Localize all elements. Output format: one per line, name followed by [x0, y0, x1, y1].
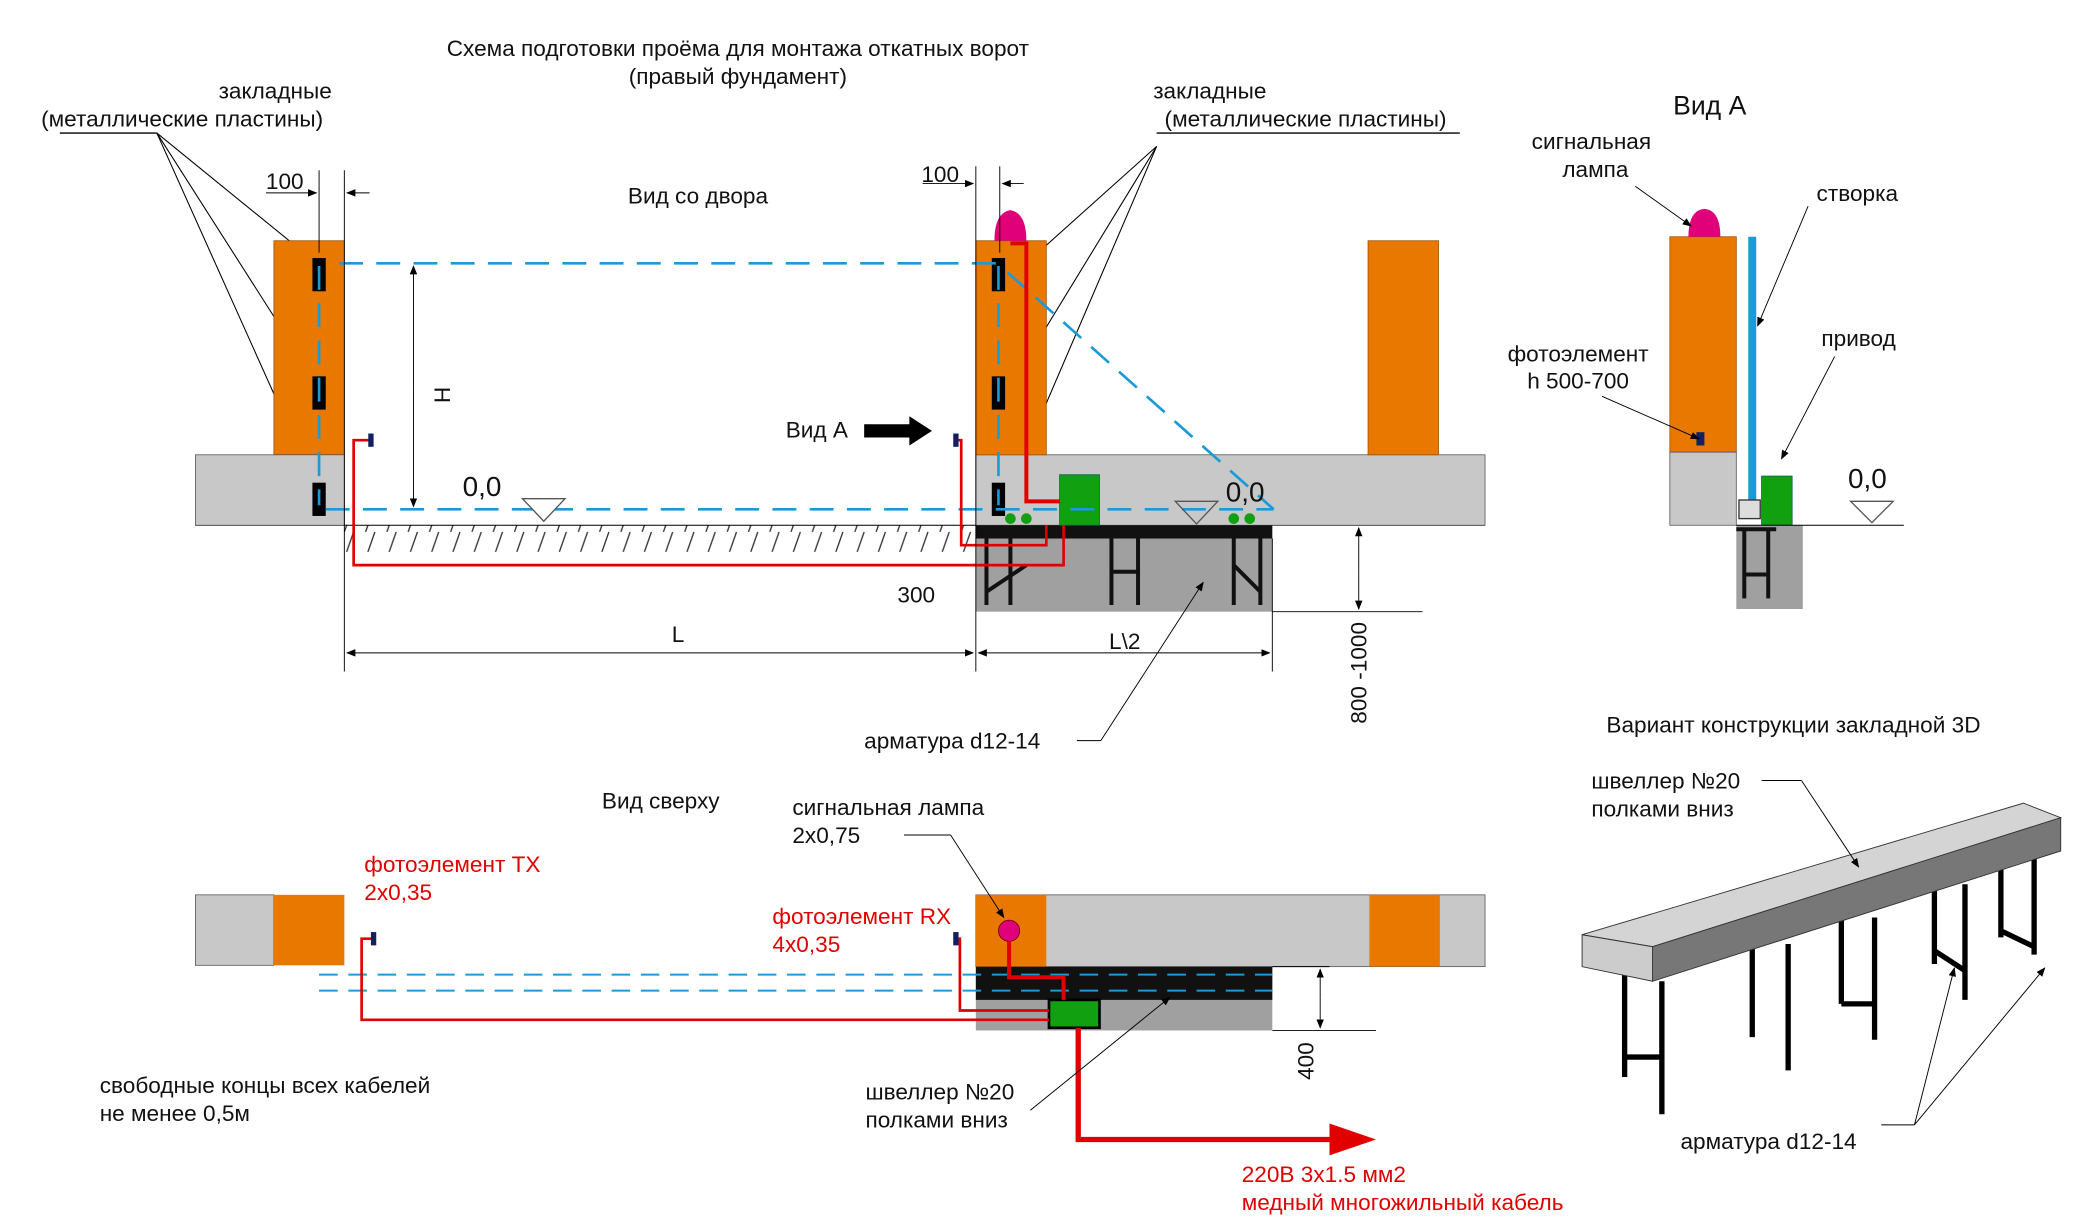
dimension-lines — [265, 166, 1423, 742]
top-view: Вид сверху фотоэлемент TX 2x0,35 фотоэле… — [100, 788, 1564, 1215]
dim-l: L — [672, 622, 685, 647]
embed-3d-channel-2: полками вниз — [1591, 796, 1733, 821]
view-a-lamp-icon — [1688, 208, 1721, 237]
title-line-2: (правый фундамент) — [629, 64, 847, 89]
top-drive — [1047, 998, 1101, 1030]
embeds-left-label-2: (металлические пластины) — [41, 106, 323, 131]
view-a-lamp-1: сигнальная — [1532, 129, 1651, 154]
signal-lamp-icon — [994, 210, 1027, 241]
rebar-legs — [984, 538, 1263, 606]
level-marker-left — [520, 497, 567, 523]
view-a-pointer-label: Вид А — [786, 418, 849, 443]
view-a-title: Вид А — [1673, 90, 1746, 120]
free-ends-2: не менее 0,5м — [100, 1101, 250, 1126]
view-a-lamp-2: лампа — [1562, 157, 1629, 182]
photo-rx-1: фотоэлемент RX — [772, 904, 951, 929]
view-a: Вид А сигнальная лампа створка привод фо… — [1508, 90, 1904, 610]
left-pillar — [273, 240, 345, 456]
embed-3d-rebar: арматура d12-14 — [1680, 1129, 1856, 1154]
channel-beam — [975, 525, 1273, 539]
top-channel-1: швеллер №20 — [865, 1080, 1014, 1105]
cables — [352, 241, 1065, 567]
dim-h: H — [430, 387, 455, 403]
top-lamp-1: сигнальная лампа — [792, 795, 984, 820]
top-lamp-2: 2x0,75 — [792, 823, 860, 848]
front-view-label: Вид со двора — [628, 184, 769, 209]
dim-300: 300 — [897, 582, 935, 607]
level-marker-right — [1173, 500, 1220, 525]
dim-l2: L\2 — [1109, 629, 1140, 654]
right-pillar — [975, 240, 1047, 456]
photo-tx-2: 2x0,35 — [364, 880, 432, 905]
dim-depth: 800 -1000 — [1347, 622, 1372, 724]
embed-3d: Вариант конструкции закладной 3D швеллер… — [1581, 713, 2063, 1154]
view-a-photo-1: фотоэлемент — [1508, 342, 1649, 367]
power-2: медный многожильный кабель — [1242, 1190, 1564, 1215]
photocell-tx — [368, 433, 374, 447]
top-channel-2: полками вниз — [865, 1108, 1007, 1133]
embeds-left-label-1: закладные — [219, 78, 332, 103]
drive-unit — [1059, 474, 1100, 526]
top-lamp-icon — [998, 919, 1021, 942]
channel-end — [1581, 934, 1654, 982]
view-a-drive: привод — [1821, 326, 1895, 351]
power-1: 220В 3x1.5 мм2 — [1242, 1162, 1406, 1187]
embedded-plates — [312, 258, 1006, 516]
view-a-leaf: створка — [1817, 181, 1899, 206]
dashed-lines — [317, 262, 1275, 511]
free-ends-1: свободные концы всех кабелей — [100, 1073, 431, 1098]
title-line-1: Схема подготовки проёма для монтажа отка… — [447, 36, 1029, 61]
rollers — [1005, 513, 1256, 524]
view-a-level: 0,0 — [1848, 463, 1887, 494]
power-arrow-icon — [1329, 1123, 1377, 1156]
photo-rx-2: 4x0,35 — [772, 932, 840, 957]
far-pillar — [1367, 240, 1439, 456]
embeds-right-label-2: (металлические пластины) — [1165, 106, 1447, 131]
dim-400: 400 — [1294, 1042, 1319, 1080]
embed-3d-channel-1: швеллер №20 — [1591, 768, 1740, 793]
arrow-right-icon — [864, 416, 932, 446]
ground-hatch — [344, 525, 976, 552]
embed-3d-title: Вариант конструкции закладной 3D — [1606, 713, 1980, 738]
view-a-photo-2: h 500-700 — [1527, 368, 1629, 393]
top-view-title: Вид сверху — [602, 788, 720, 813]
level-right: 0,0 — [1226, 476, 1265, 507]
photocell-rx — [953, 433, 959, 447]
foundation — [975, 538, 1273, 612]
gate-leaf — [1748, 236, 1757, 503]
dim-100-right: 100 — [921, 162, 959, 187]
front-view: Вид со двора закладные (металлические пл… — [41, 78, 1486, 754]
dim-100-left: 100 — [266, 169, 304, 194]
embeds-right-label-1: закладные — [1153, 78, 1266, 103]
level-left: 0,0 — [463, 471, 502, 502]
rebar-label: арматура d12-14 — [864, 729, 1040, 754]
photo-tx-1: фотоэлемент TX — [364, 852, 540, 877]
